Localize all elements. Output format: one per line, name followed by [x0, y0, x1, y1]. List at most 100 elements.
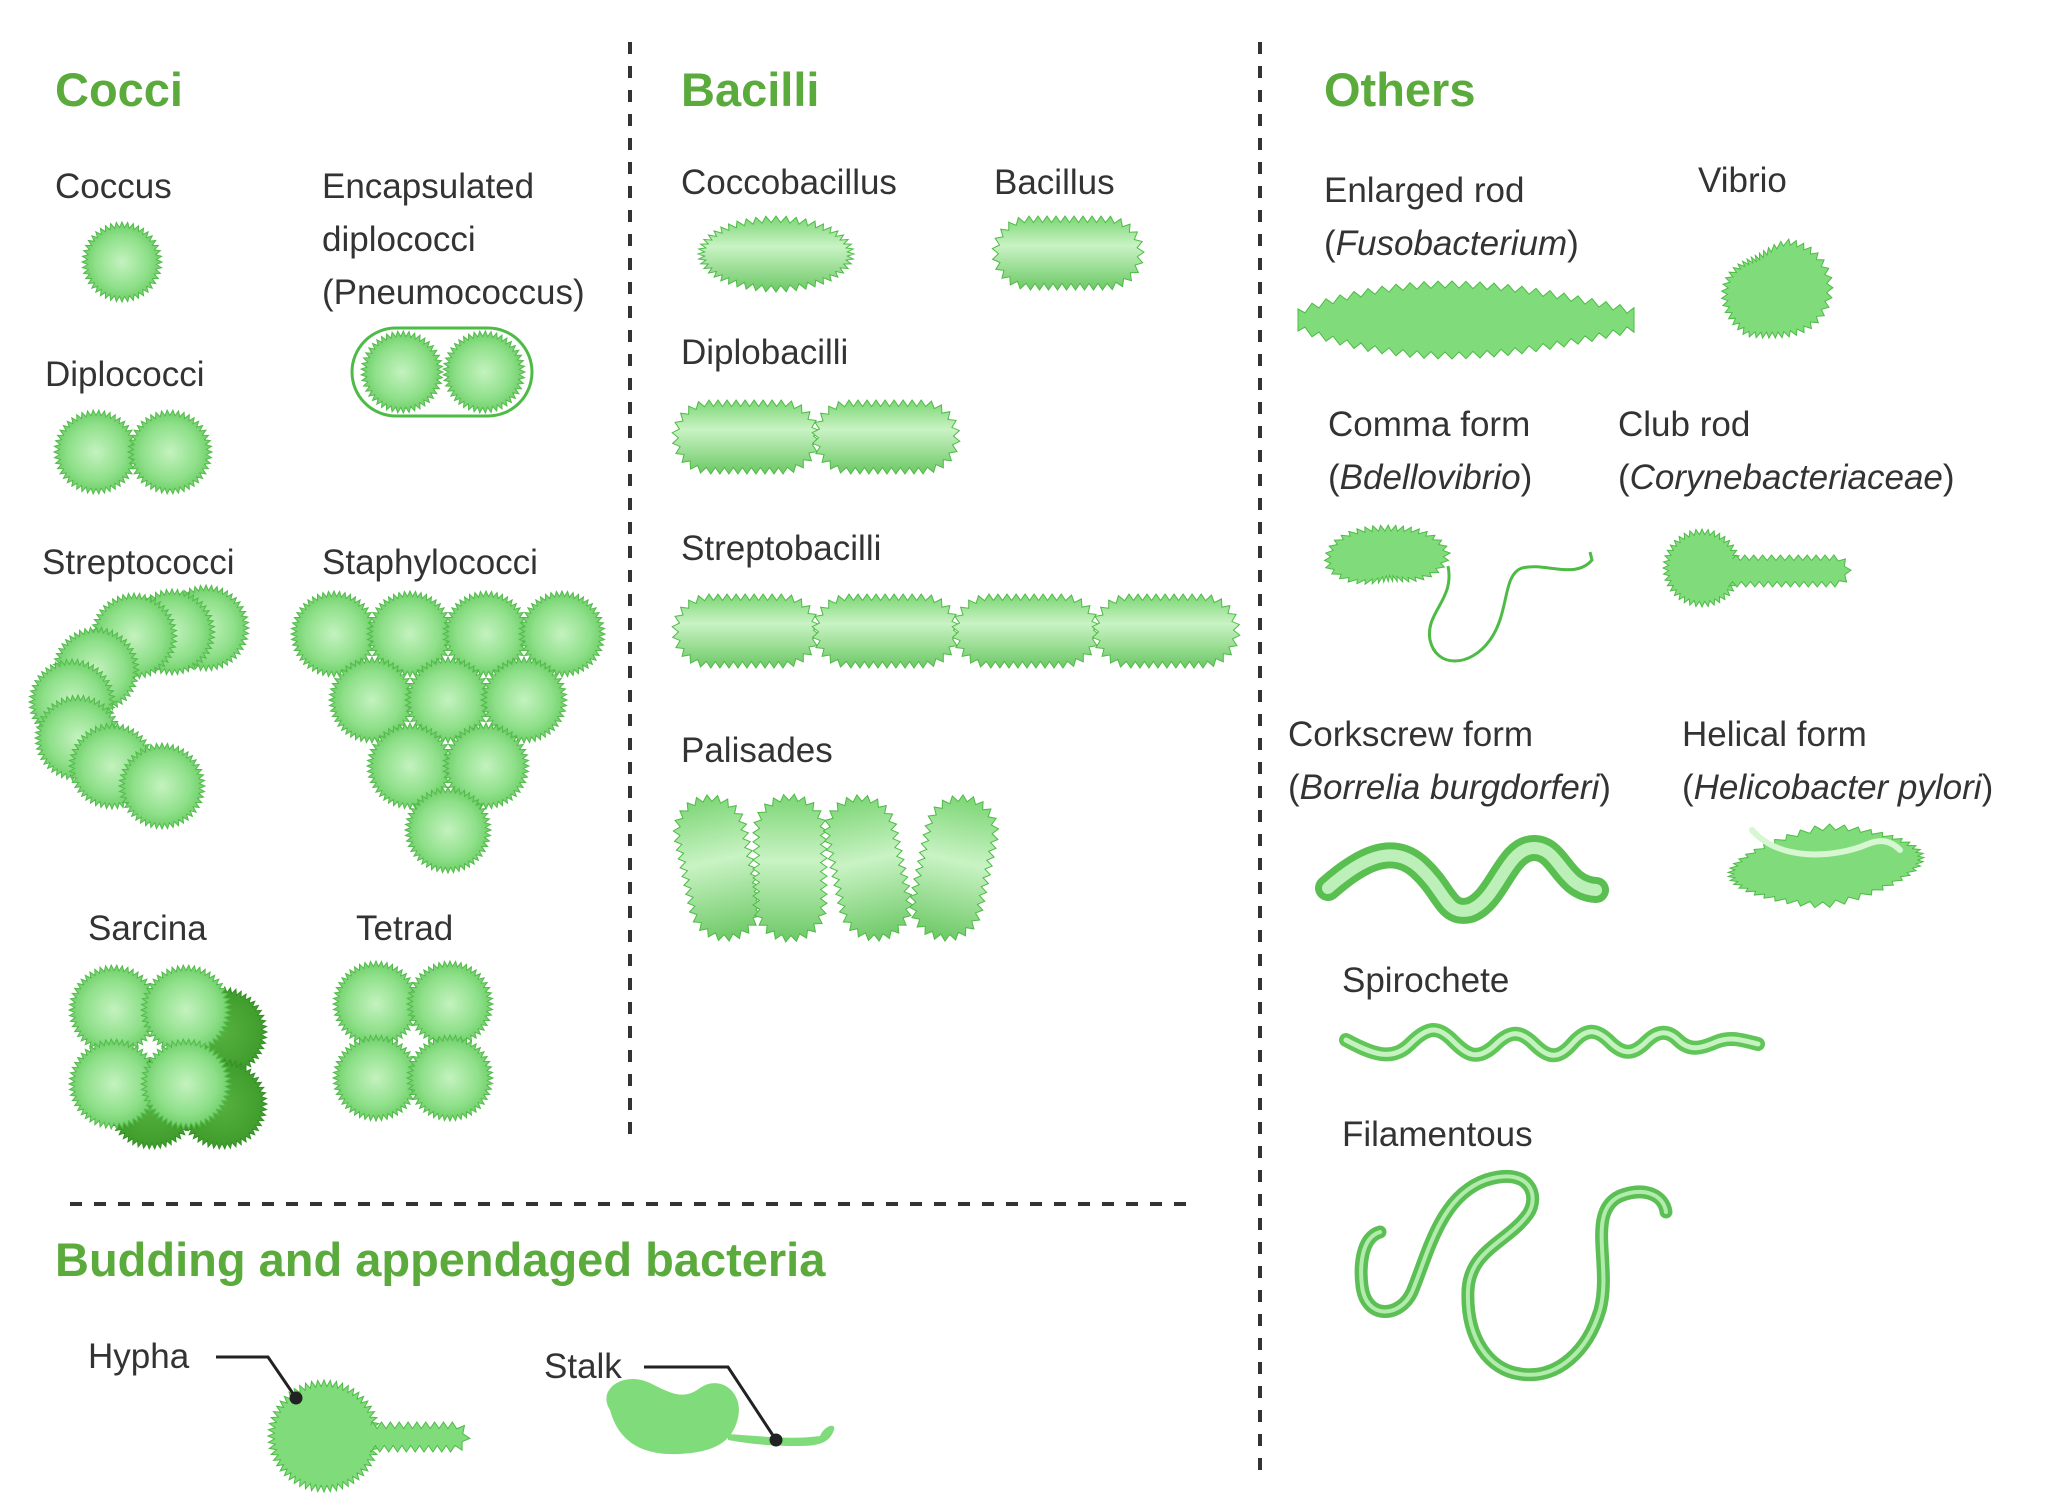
- label-club-rod-example: (Corynebacteriaceae): [1618, 451, 1955, 504]
- section-heading-bacilli: Bacilli: [681, 63, 820, 116]
- label-spirochete: Spirochete: [1342, 961, 1510, 1000]
- enlarged-rod-cell: [1297, 280, 1635, 360]
- label-club-rod: Club rod: [1618, 405, 1751, 444]
- club-rod-drawing: [1661, 527, 1852, 609]
- palisade-cell-group: [752, 793, 828, 943]
- tetrad-cell: [331, 1033, 421, 1123]
- stalk-leader-dot: [769, 1433, 783, 1447]
- label-stalk: Stalk: [544, 1347, 622, 1386]
- bacillus-cell: [991, 215, 1145, 291]
- diplobacillus-cell: [671, 399, 821, 475]
- comma-flagellum: [1427, 551, 1594, 663]
- palisade-cell-group: [908, 793, 1000, 943]
- streptococcus-cell: [117, 741, 207, 831]
- label-enlarged-rod: Enlarged rod: [1324, 171, 1525, 210]
- enlarged-rod-drawing: [1297, 280, 1635, 360]
- label-coccobacillus: Coccobacillus: [681, 163, 897, 202]
- hypha-leader-dot: [289, 1391, 303, 1405]
- palisades-drawing: [672, 793, 1000, 943]
- diplococcus-cell: [126, 408, 214, 496]
- hypha-join: [276, 1388, 372, 1484]
- staphylococcus-cell: [479, 655, 569, 745]
- tetrad-cell: [405, 1033, 495, 1123]
- spirochete-shadow: [1339, 1023, 1765, 1063]
- paren-open: (: [1618, 458, 1630, 497]
- encapsulated-diplococci-drawing: [350, 326, 534, 418]
- paren-close: ): [1520, 458, 1533, 497]
- palisade-cell: [672, 794, 764, 942]
- staphylococci-drawing: [289, 589, 607, 875]
- helical-form-drawing: [1726, 823, 1926, 909]
- paren-close: ): [1567, 224, 1579, 263]
- label-encapsulated-line3: (Pneumococcus): [322, 273, 585, 312]
- bacillus-drawing: [991, 215, 1145, 291]
- label-hypha: Hypha: [88, 1337, 190, 1376]
- streptobacillus-cell: [811, 593, 961, 669]
- example-bdellovibrio: Bdellovibrio: [1339, 458, 1521, 497]
- label-corkscrew-form: Corkscrew form: [1288, 715, 1534, 754]
- paren-open: (: [1682, 768, 1694, 807]
- label-bacillus: Bacillus: [994, 163, 1115, 202]
- palisade-cell: [822, 794, 914, 942]
- diplobacillus-cell: [811, 399, 961, 475]
- dividers: [70, 42, 1262, 1480]
- label-sarcina: Sarcina: [88, 909, 207, 948]
- example-corynebacteriaceae: Corynebacteriaceae: [1629, 458, 1943, 497]
- pneumococcus-cell: [359, 329, 445, 415]
- label-filamentous: Filamentous: [1342, 1115, 1533, 1154]
- label-encapsulated-line1: Encapsulated: [322, 167, 535, 206]
- label-helical-form-example: (Helicobacter pylori): [1682, 761, 1993, 814]
- example-helicobacter: Helicobacter pylori: [1693, 768, 1982, 807]
- streptobacillus-cell: [671, 593, 821, 669]
- label-vibrio: Vibrio: [1698, 161, 1787, 200]
- label-coccus: Coccus: [55, 167, 172, 206]
- hypha-drawing: [266, 1378, 471, 1494]
- staphylococcus-cell: [517, 589, 607, 679]
- label-comma-form-example: (Bdellovibrio): [1328, 451, 1532, 504]
- example-borrelia: Borrelia burgdorferi: [1299, 768, 1600, 807]
- label-streptobacilli: Streptobacilli: [681, 529, 882, 568]
- section-heading-budding: Budding and appendaged bacteria: [55, 1233, 826, 1286]
- corkscrew-drawing: [1315, 834, 1609, 924]
- label-streptococci: Streptococci: [42, 543, 235, 582]
- palisade-cell: [752, 793, 828, 943]
- diplococcus-cell: [52, 408, 140, 496]
- paren-close: ): [1981, 768, 1994, 807]
- label-palisades: Palisades: [681, 731, 833, 770]
- label-comma-form: Comma form: [1328, 405, 1531, 444]
- vibrio-drawing: [1720, 237, 1834, 340]
- label-staphylococci: Staphylococci: [322, 543, 538, 582]
- pneumococcus-cell: [441, 329, 527, 415]
- example-fusobacterium: Fusobacterium: [1335, 224, 1568, 263]
- club-join: [1670, 536, 1734, 600]
- stalk-cell-body: [606, 1379, 739, 1455]
- paren-open: (: [1328, 458, 1340, 497]
- sarcina-cell: [139, 1037, 233, 1131]
- filament-highlight: [1359, 1174, 1668, 1377]
- leader-lines: [216, 1355, 783, 1447]
- coccobacillus-cell: [696, 215, 856, 293]
- sarcina-cell: [139, 963, 233, 1057]
- sarcina-cell: [67, 1037, 161, 1131]
- capsule-outline: [350, 326, 534, 418]
- palisade-cell: [908, 793, 1000, 943]
- hypha-leader: [216, 1355, 298, 1399]
- stalk-leader: [644, 1365, 778, 1441]
- label-diplococci: Diplococci: [45, 355, 205, 394]
- palisade-cell-group: [822, 794, 914, 942]
- spirochete-body: [1343, 1027, 1761, 1058]
- helical-twist: [1749, 827, 1903, 858]
- paren-close: ): [1599, 768, 1611, 807]
- comma-cell: [1323, 524, 1452, 586]
- tetrad-drawing: [331, 959, 495, 1123]
- spirochete-drawing: [1339, 1023, 1765, 1063]
- diplobacilli-drawing: [671, 399, 961, 475]
- label-diplobacilli: Diplobacilli: [681, 333, 849, 372]
- coccus-cell: [80, 220, 164, 304]
- label-encapsulated-line2: diplococci: [322, 220, 476, 259]
- label-tetrad: Tetrad: [356, 909, 454, 948]
- filamentous-drawing: [1354, 1169, 1673, 1382]
- streptococci-drawing: [27, 583, 251, 831]
